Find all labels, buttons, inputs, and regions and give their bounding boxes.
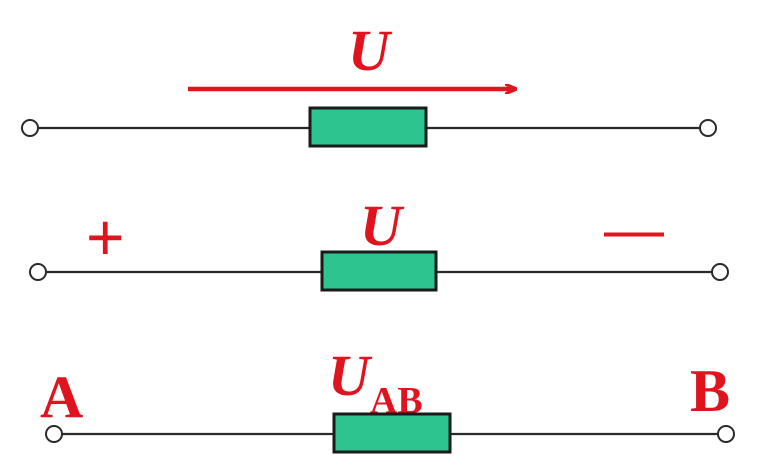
node-b-label: B [690, 358, 730, 424]
circuit-1-right-terminal [699, 119, 717, 137]
circuit-2-right-terminal [711, 263, 729, 281]
circuit-1-left-terminal [21, 119, 39, 137]
circuit-2-resistor [320, 250, 438, 292]
node-a-label: A [40, 364, 83, 430]
plus-sign: + [86, 200, 125, 274]
minus-sign: — [604, 196, 664, 263]
circuit-2-left-terminal [29, 263, 47, 281]
circuit-1-resistor [308, 106, 428, 148]
circuit-2-voltage-label: U [360, 193, 405, 258]
circuit-3-resistor [332, 412, 452, 454]
circuit-3-voltage-label: UAB [328, 343, 423, 422]
circuit-1: U [21, 18, 717, 148]
circuit-2: U + — [29, 193, 729, 292]
circuit-3-right-terminal [717, 425, 735, 443]
voltage-symbol: U [328, 343, 373, 408]
circuit-3-left-terminal [45, 425, 63, 443]
circuit-1-voltage-label: U [348, 18, 393, 83]
circuit-3: UAB A B [40, 343, 735, 454]
